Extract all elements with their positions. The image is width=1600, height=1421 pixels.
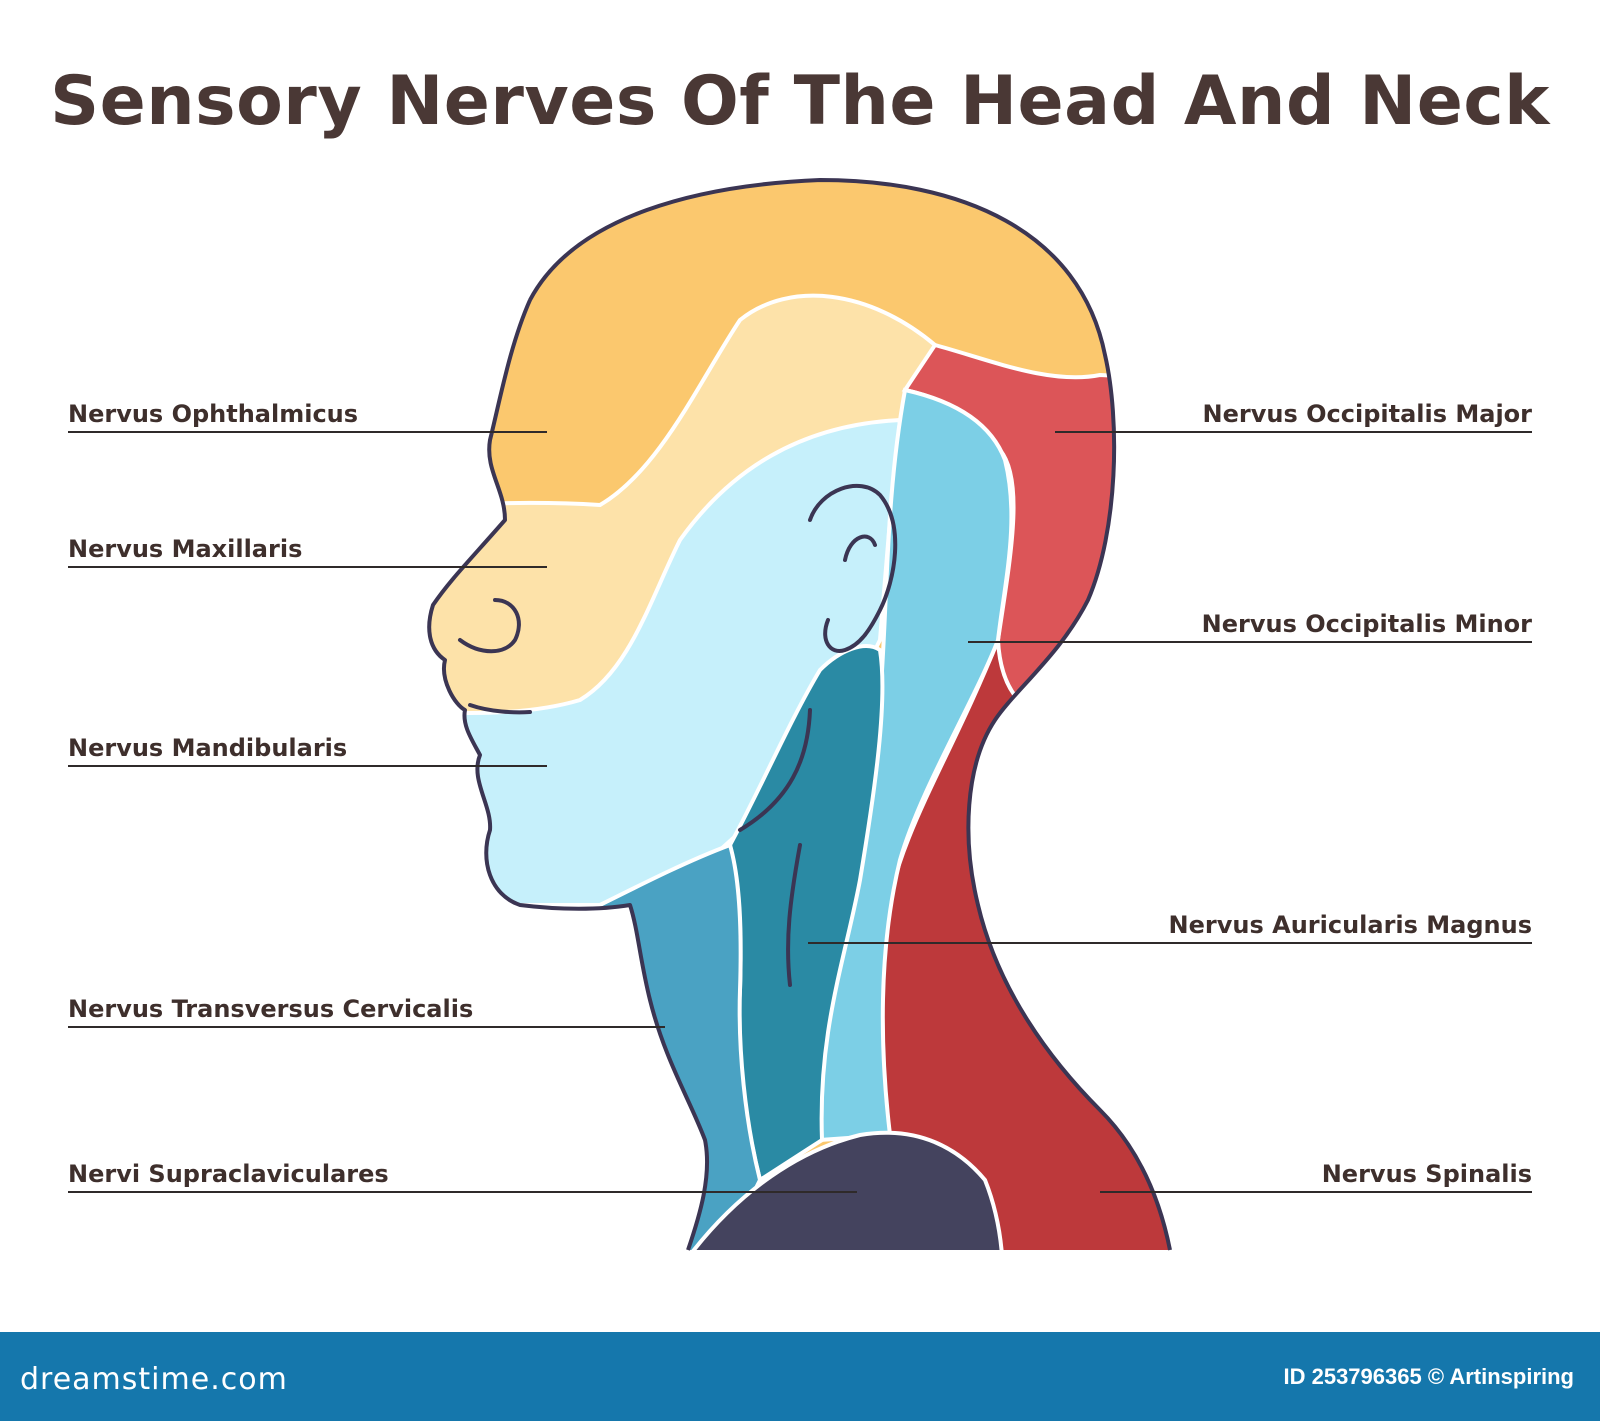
lip-line <box>468 703 532 715</box>
ear-inner <box>843 534 877 562</box>
region-supraclaviculares <box>685 1130 1005 1250</box>
nose-line <box>458 598 521 654</box>
label-mandibularis: Nervus Mandibularis <box>68 734 348 762</box>
head-outline <box>427 178 1172 1251</box>
label-auricularis-magnus: Nervus Auricularis Magnus <box>1168 911 1532 939</box>
label-occipitalis-minor: Nervus Occipitalis Minor <box>1201 610 1532 638</box>
jaw-line <box>738 708 812 832</box>
label-supraclaviculares: Nervi Supraclaviculares <box>68 1160 389 1188</box>
label-transversus-cervicalis: Nervus Transversus Cervicalis <box>68 995 474 1023</box>
neck-line <box>786 843 802 987</box>
label-ophthalmicus: Nervus Ophthalmicus <box>68 400 359 428</box>
page-title: Sensory Nerves Of The Head And Neck <box>50 62 1550 141</box>
label-spinalis: Nervus Spinalis <box>1321 1160 1532 1188</box>
footer-bar <box>0 1332 1600 1421</box>
label-occipitalis-major: Nervus Occipitalis Major <box>1202 400 1532 428</box>
brand-logo: dreamstime.com <box>20 1362 288 1397</box>
ear-outline <box>808 484 898 653</box>
label-maxillaris: Nervus Maxillaris <box>68 535 303 563</box>
nerve-regions <box>429 180 1170 1250</box>
image-credit: ID 253796365 © Artinspiring <box>1283 1364 1574 1389</box>
